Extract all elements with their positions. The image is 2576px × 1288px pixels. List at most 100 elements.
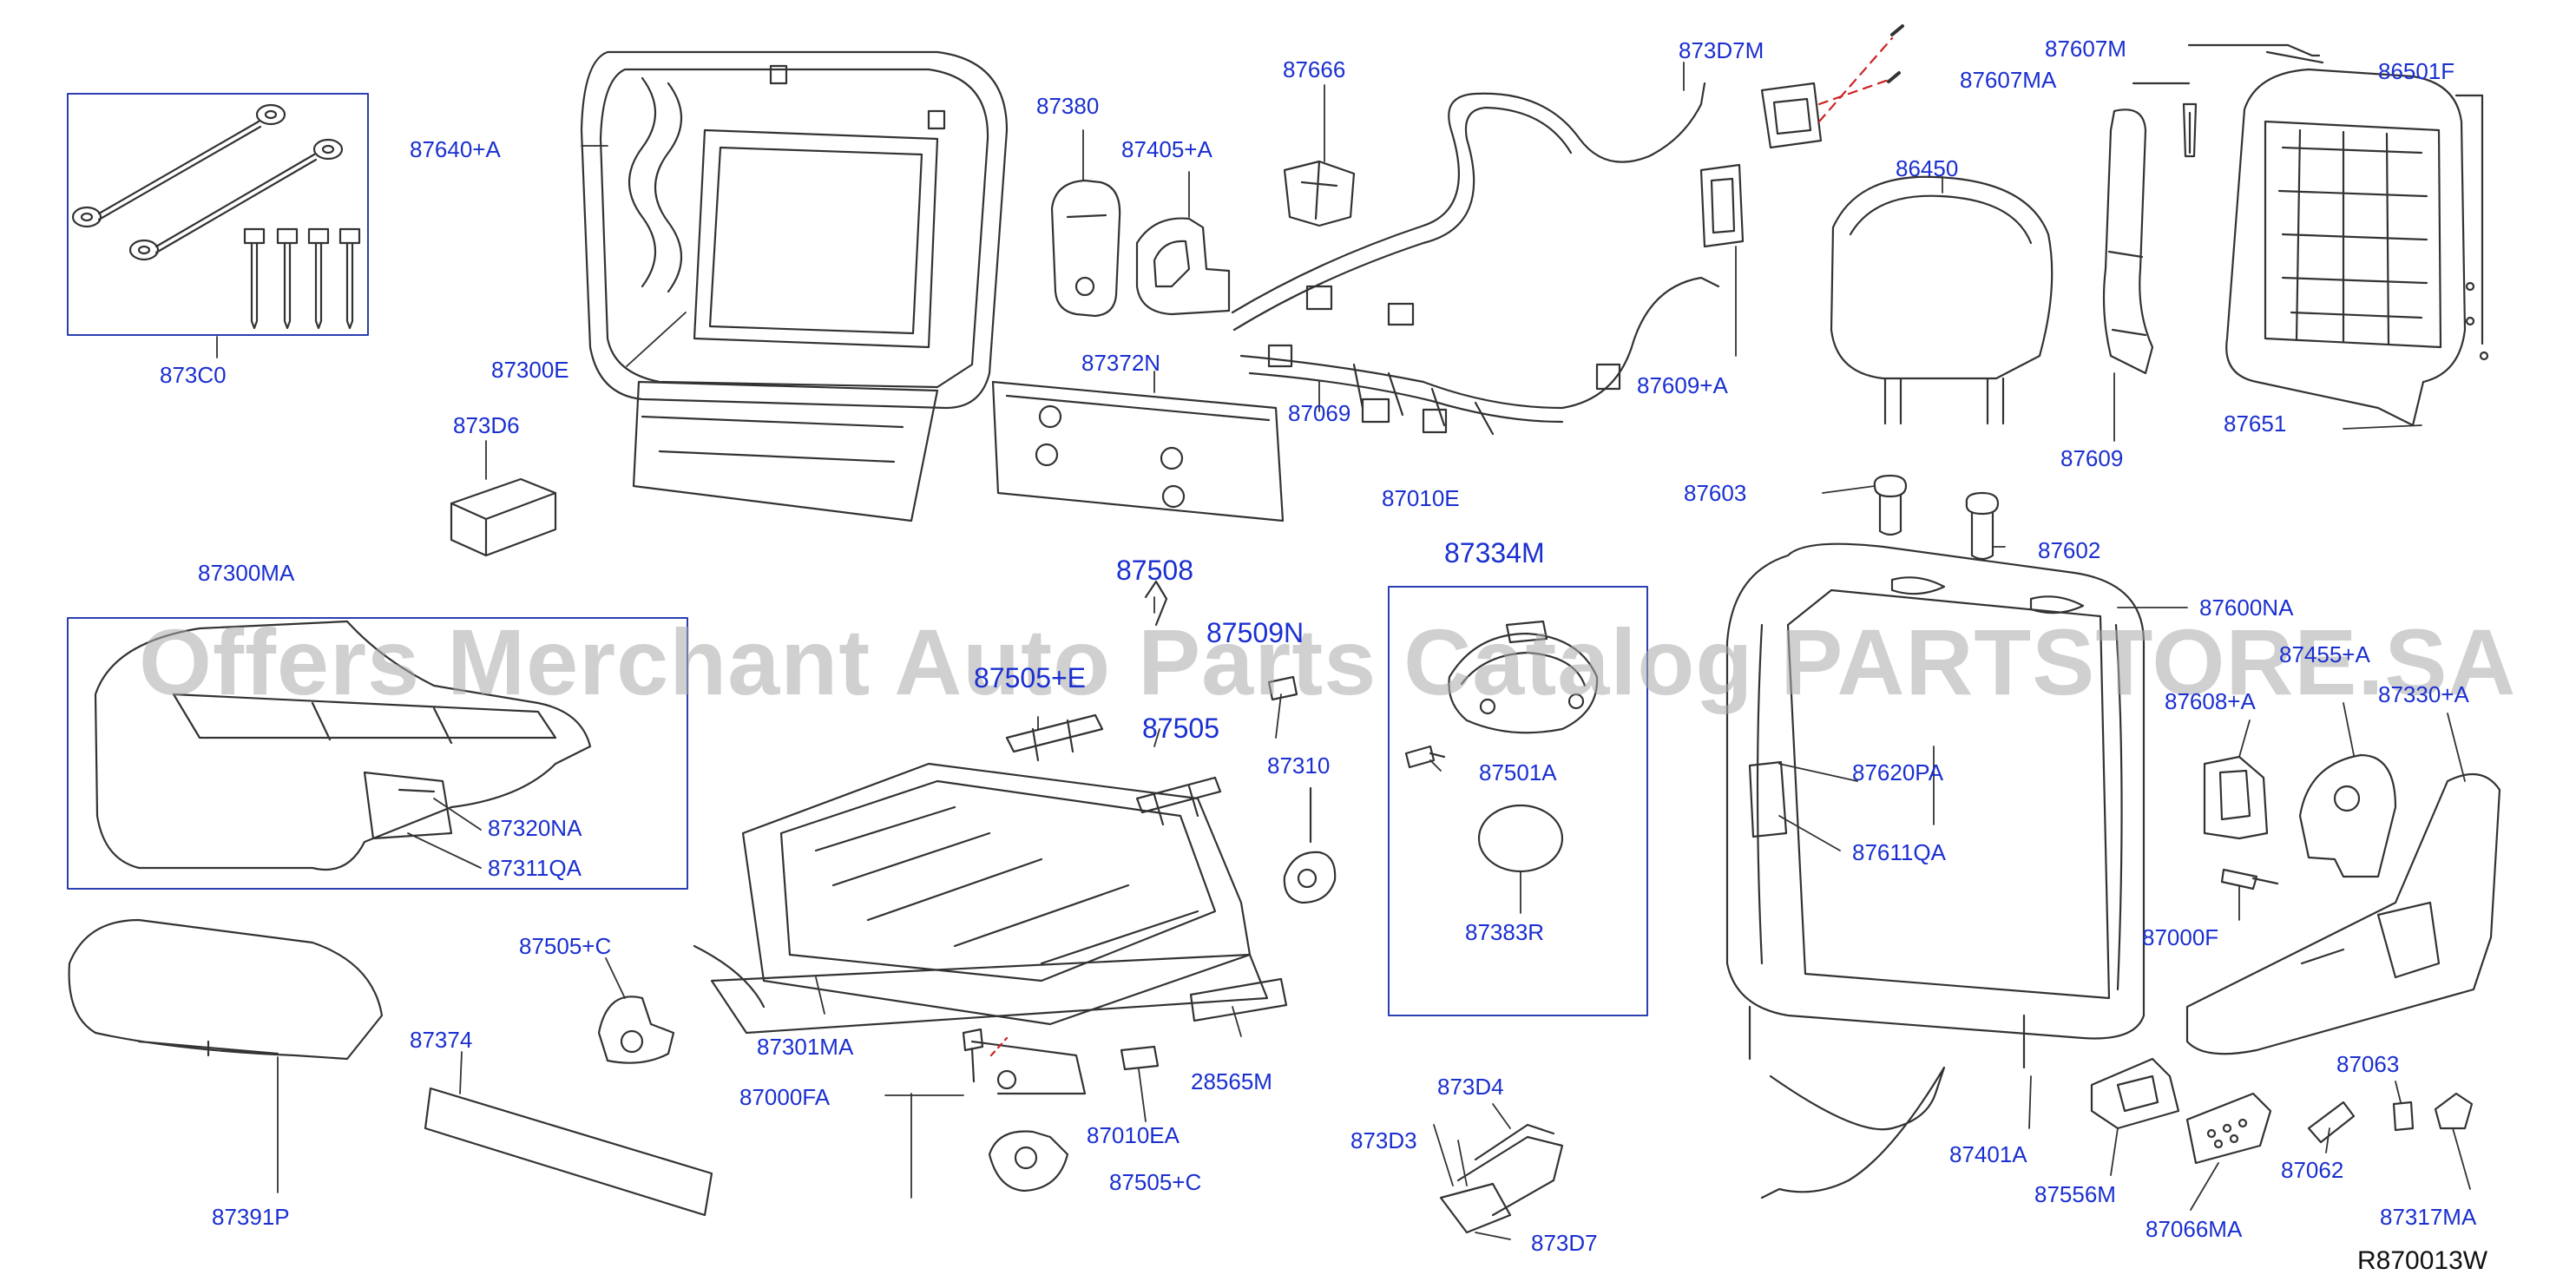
label-87640A[interactable]: 87640+A xyxy=(410,136,501,162)
87666-drawing xyxy=(1283,160,1356,227)
87401A-harness-drawing xyxy=(1748,1005,2026,1199)
label-87372N[interactable]: 87372N xyxy=(1081,350,1161,376)
label-87620PA[interactable]: 87620PA xyxy=(1852,759,1944,785)
87000F-pin-drawing xyxy=(2220,868,2279,890)
label-87505[interactable]: 87505 xyxy=(1142,713,1219,744)
87607-drawing xyxy=(2132,43,2324,158)
cable-kit-drawing xyxy=(71,103,361,330)
87062-drawing xyxy=(2307,1101,2356,1144)
label-86450[interactable]: 86450 xyxy=(1896,155,1959,181)
seat-frame-drawing xyxy=(693,762,1269,1095)
87372N-drawing xyxy=(991,380,1285,522)
87334M-drawing xyxy=(1448,620,1599,734)
87609A-connector-drawing xyxy=(1699,163,1745,248)
label-87066MA[interactable]: 87066MA xyxy=(2146,1216,2243,1242)
87405A-drawing xyxy=(1135,217,1231,316)
87609-drawing xyxy=(2102,108,2154,375)
diagram-code: R870013W xyxy=(2357,1246,2488,1275)
87000FA-drawing xyxy=(962,1028,984,1083)
label-87505E[interactable]: 87505+E xyxy=(974,662,1087,693)
87380-drawing xyxy=(1050,179,1121,318)
label-86501F[interactable]: 86501F xyxy=(2378,58,2455,84)
label-87505C-bottom[interactable]: 87505+C xyxy=(1109,1169,1202,1195)
87066MA-pins xyxy=(2206,1118,2248,1149)
label-87607M[interactable]: 87607M xyxy=(2045,36,2126,62)
label-87311QA[interactable]: 87311QA xyxy=(488,855,582,881)
label-87300E[interactable]: 87300E xyxy=(491,357,569,383)
873D7M-drawing xyxy=(1760,24,1904,149)
label-87455A[interactable]: 87455+A xyxy=(2279,641,2370,667)
label-87010E[interactable]: 87010E xyxy=(1382,485,1460,511)
label-873D7[interactable]: 873D7 xyxy=(1531,1230,1598,1256)
label-87600NA[interactable]: 87600NA xyxy=(2199,595,2294,621)
box-87300MA xyxy=(67,617,688,890)
label-87010EA[interactable]: 87010EA xyxy=(1087,1122,1180,1148)
87383R-drawing xyxy=(1477,804,1564,873)
label-87383R[interactable]: 87383R xyxy=(1465,919,1545,945)
label-87401A[interactable]: 87401A xyxy=(1949,1141,2027,1167)
label-87603[interactable]: 87603 xyxy=(1684,480,1747,506)
87066MA-drawing xyxy=(2185,1092,2272,1165)
box-87334M xyxy=(1388,586,1648,1016)
87608A-drawing xyxy=(2203,755,2269,840)
87317MA-drawing xyxy=(2434,1092,2474,1130)
label-87556M[interactable]: 87556M xyxy=(2034,1181,2116,1207)
label-87609A[interactable]: 87609+A xyxy=(1637,372,1728,398)
87455A-drawing xyxy=(2298,753,2397,878)
label-87607MA[interactable]: 87607MA xyxy=(1960,67,2057,93)
label-87301MA[interactable]: 87301MA xyxy=(757,1034,854,1060)
87501A-drawing xyxy=(1404,745,1446,769)
label-87000F[interactable]: 87000F xyxy=(2142,924,2219,950)
air-duct-drawing xyxy=(1439,1123,1564,1234)
label-87069[interactable]: 87069 xyxy=(1288,400,1351,426)
label-87317MA[interactable]: 87317MA xyxy=(2380,1204,2477,1230)
label-87391P[interactable]: 87391P xyxy=(212,1204,290,1230)
label-87505C-top[interactable]: 87505+C xyxy=(519,933,612,959)
seatback-frame-drawing xyxy=(2225,68,2489,427)
87508-drawing xyxy=(1144,580,1168,627)
label-87374[interactable]: 87374 xyxy=(410,1027,473,1053)
cushion-pad-drawing xyxy=(94,620,592,871)
label-87330A[interactable]: 87330+A xyxy=(2378,681,2469,707)
wire-harness-drawing xyxy=(1231,82,1706,314)
label-87334M[interactable]: 87334M xyxy=(1444,537,1545,568)
label-873C0[interactable]: 873C0 xyxy=(160,362,227,388)
28565M-drawing xyxy=(1189,977,1288,1022)
87556M-drawing xyxy=(2090,1057,2180,1130)
87602-drawing xyxy=(1965,491,2000,561)
label-87611QA[interactable]: 87611QA xyxy=(1852,839,1946,865)
label-87405A[interactable]: 87405+A xyxy=(1121,136,1212,162)
label-873D6[interactable]: 873D6 xyxy=(453,412,520,438)
label-87063[interactable]: 87063 xyxy=(2336,1051,2400,1077)
label-87300MA[interactable]: 87300MA xyxy=(198,560,295,586)
87310-drawing xyxy=(1283,851,1337,904)
label-873D7M[interactable]: 873D7M xyxy=(1679,37,1764,63)
label-87608A[interactable]: 87608+A xyxy=(2165,688,2256,714)
label-87666[interactable]: 87666 xyxy=(1283,56,1346,82)
label-87651[interactable]: 87651 xyxy=(2224,411,2287,437)
label-87602[interactable]: 87602 xyxy=(2038,537,2101,563)
side-finisher-drawing xyxy=(2185,772,2501,1055)
label-87320NA[interactable]: 87320NA xyxy=(488,815,582,841)
87505C-top-drawing xyxy=(597,996,675,1064)
label-87310[interactable]: 87310 xyxy=(1267,752,1331,779)
87063-drawing xyxy=(2392,1101,2415,1132)
label-87508[interactable]: 87508 xyxy=(1116,555,1193,586)
label-87000FA[interactable]: 87000FA xyxy=(739,1084,831,1110)
label-87609[interactable]: 87609 xyxy=(2060,445,2124,471)
label-28565M[interactable]: 28565M xyxy=(1191,1068,1272,1094)
seatback-trim-drawing xyxy=(1725,542,2146,1040)
label-87501A[interactable]: 87501A xyxy=(1479,759,1557,785)
label-87062[interactable]: 87062 xyxy=(2281,1157,2344,1183)
87372N-knobs xyxy=(1035,404,1186,509)
87391P-drawing xyxy=(68,918,384,1061)
87505C-bottom-drawing xyxy=(988,1130,1069,1193)
label-873D4[interactable]: 873D4 xyxy=(1437,1074,1504,1100)
87603-drawing xyxy=(1873,474,1908,536)
87505-drawing xyxy=(1135,776,1222,826)
label-873D3[interactable]: 873D3 xyxy=(1350,1127,1417,1153)
87010EA-drawing xyxy=(1120,1045,1160,1071)
label-87380[interactable]: 87380 xyxy=(1036,93,1100,119)
label-87509N[interactable]: 87509N xyxy=(1206,617,1304,648)
